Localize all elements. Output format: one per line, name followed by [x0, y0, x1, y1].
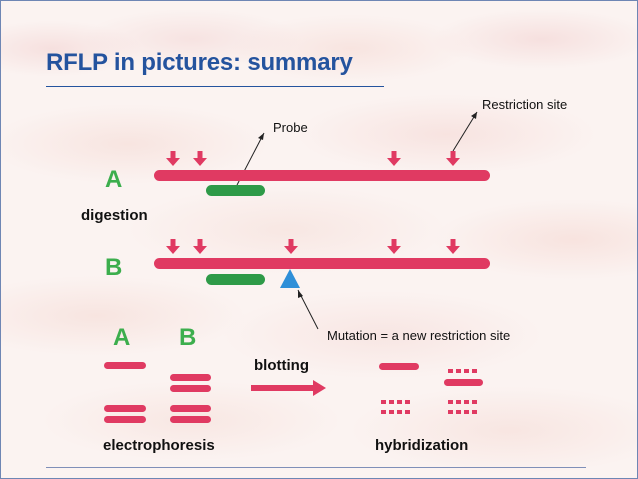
mutation-label: Mutation = a new restriction site	[327, 328, 510, 343]
probe-pointer-arrowhead	[258, 133, 264, 140]
probe-a	[206, 185, 265, 196]
dna-a-letter: A	[105, 166, 122, 193]
dna-strand-a	[154, 170, 490, 181]
cut-arrow-b-3	[284, 239, 298, 254]
lane-b-letter: B	[179, 324, 196, 351]
gel-band-a-1	[104, 362, 146, 369]
cut-arrow-a-2	[193, 151, 207, 166]
blot-band-b-1	[444, 379, 483, 386]
cut-arrow-b-2	[193, 239, 207, 254]
dna-b-letter: B	[105, 254, 122, 281]
blot-faint-bands-b-bottom	[448, 400, 477, 414]
cut-arrow-a-1	[166, 151, 180, 166]
gel-band-b-2	[170, 385, 211, 392]
slide-title: RFLP in pictures: summary	[46, 49, 353, 76]
blot-faint-bands-b-top	[448, 369, 477, 373]
mutation-triangle	[280, 269, 300, 288]
mutation-pointer-arrowhead	[298, 290, 303, 298]
gel-band-b-4	[170, 416, 211, 423]
hybridization-label: hybridization	[375, 437, 468, 454]
electrophoresis-label: electrophoresis	[103, 437, 215, 454]
restriction-site-label: Restriction site	[482, 97, 567, 112]
gel-band-b-3	[170, 405, 211, 412]
blot-faint-bands-a	[381, 400, 410, 414]
probe-label: Probe	[273, 120, 308, 135]
gel-band-b-1	[170, 374, 211, 381]
restriction-site-pointer-line	[452, 111, 478, 152]
dna-strand-b	[154, 258, 490, 269]
restriction-site-pointer-arrowhead	[471, 112, 477, 119]
cut-arrow-b-5	[446, 239, 460, 254]
cut-arrow-a-3	[387, 151, 401, 166]
blot-band-a-1	[379, 363, 419, 370]
cut-arrow-b-4	[387, 239, 401, 254]
bottom-divider	[46, 467, 586, 468]
lane-a-letter: A	[113, 324, 130, 351]
blotting-arrow-shaft	[251, 385, 315, 391]
digestion-label: digestion	[81, 207, 148, 224]
blotting-label: blotting	[254, 357, 309, 374]
title-underline	[46, 86, 384, 87]
cut-arrow-a-4	[446, 151, 460, 166]
cut-arrow-b-1	[166, 239, 180, 254]
gel-band-a-3	[104, 416, 146, 423]
gel-band-a-2	[104, 405, 146, 412]
blotting-arrowhead	[313, 380, 326, 396]
probe-b	[206, 274, 265, 285]
